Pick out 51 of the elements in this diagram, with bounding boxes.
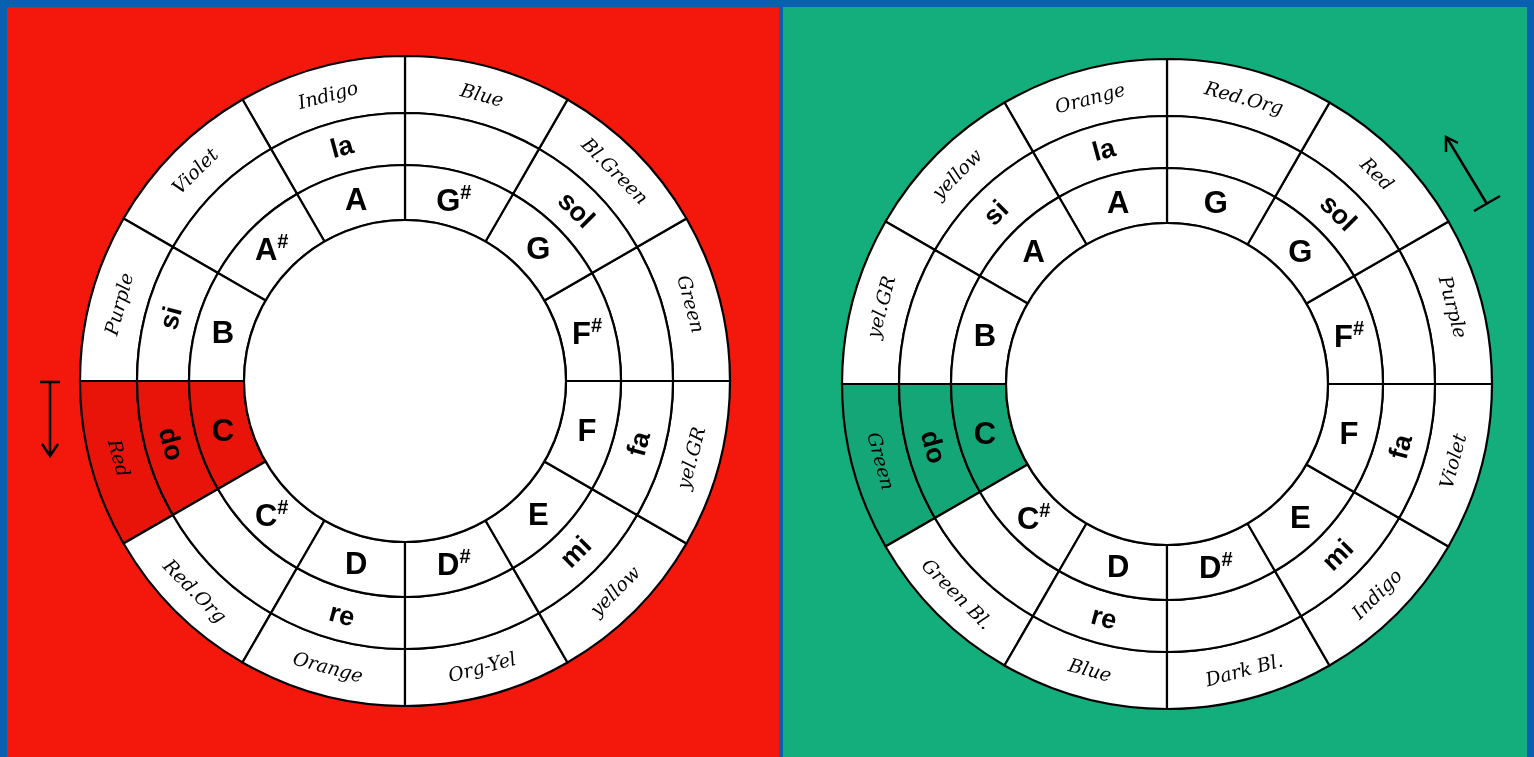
note-name: D$^{#}$ bbox=[1199, 549, 1233, 583]
color-name: Indigo bbox=[296, 77, 361, 112]
note-name: D bbox=[345, 547, 368, 579]
solfege-syllable: mi bbox=[1317, 534, 1359, 576]
note-name: G bbox=[1288, 235, 1313, 267]
color-name: Purple bbox=[1436, 274, 1471, 341]
color-name: Green bbox=[674, 273, 709, 336]
color-name: Purple bbox=[101, 271, 136, 338]
color-name: Green bbox=[863, 429, 898, 492]
note-name: C bbox=[211, 414, 235, 446]
note-name: F$^{#}$ bbox=[572, 315, 603, 349]
note-name: G bbox=[1203, 186, 1228, 218]
color-name: Org-Yel bbox=[445, 649, 518, 686]
solfege-syllable: si bbox=[978, 195, 1014, 231]
note-name: E bbox=[527, 498, 549, 530]
note-name: D bbox=[1107, 550, 1130, 582]
solfege-syllable: re bbox=[1088, 601, 1121, 635]
note-name: E bbox=[1289, 501, 1311, 533]
note-name: B bbox=[211, 316, 235, 348]
solfege-syllable: do bbox=[915, 427, 951, 467]
solfege-syllable: re bbox=[326, 598, 359, 632]
color-name: Orange bbox=[291, 648, 366, 686]
note-name: A bbox=[345, 183, 368, 215]
note-name: F bbox=[577, 414, 597, 446]
color-name: Orange bbox=[1053, 79, 1128, 117]
note-name: C bbox=[973, 417, 997, 449]
solfege-syllable: si bbox=[155, 304, 188, 333]
note-name: B bbox=[973, 319, 997, 351]
note-name: F$^{#}$ bbox=[1334, 318, 1365, 352]
note-name: D$^{#}$ bbox=[437, 546, 471, 580]
color-name: yel.GR bbox=[863, 274, 898, 341]
solfege-syllable: fa bbox=[622, 428, 655, 459]
solfege-syllable: la bbox=[1090, 134, 1119, 167]
note-name: F bbox=[1339, 417, 1359, 449]
note-name: A bbox=[1107, 186, 1130, 218]
color-name: Red bbox=[104, 437, 133, 479]
color-name: yel.GR bbox=[674, 424, 709, 491]
solfege-syllable: la bbox=[328, 131, 357, 164]
solfege-syllable: mi bbox=[555, 531, 597, 573]
note-name: C$^{#}$ bbox=[254, 497, 289, 531]
note-name: A$^{#}$ bbox=[254, 231, 289, 265]
note-name: G bbox=[526, 232, 551, 264]
note-name: C$^{#}$ bbox=[1016, 500, 1051, 534]
note-name: G$^{#}$ bbox=[436, 182, 472, 216]
solfege-syllable: fa bbox=[1384, 431, 1417, 462]
color-name: Blue bbox=[1066, 655, 1114, 686]
color-name: Blue bbox=[458, 79, 506, 110]
color-name: Violet bbox=[1437, 431, 1470, 491]
solfege-syllable: do bbox=[153, 424, 189, 464]
color-name: Dark Bl. bbox=[1203, 650, 1285, 690]
note-name: A bbox=[1022, 235, 1045, 267]
